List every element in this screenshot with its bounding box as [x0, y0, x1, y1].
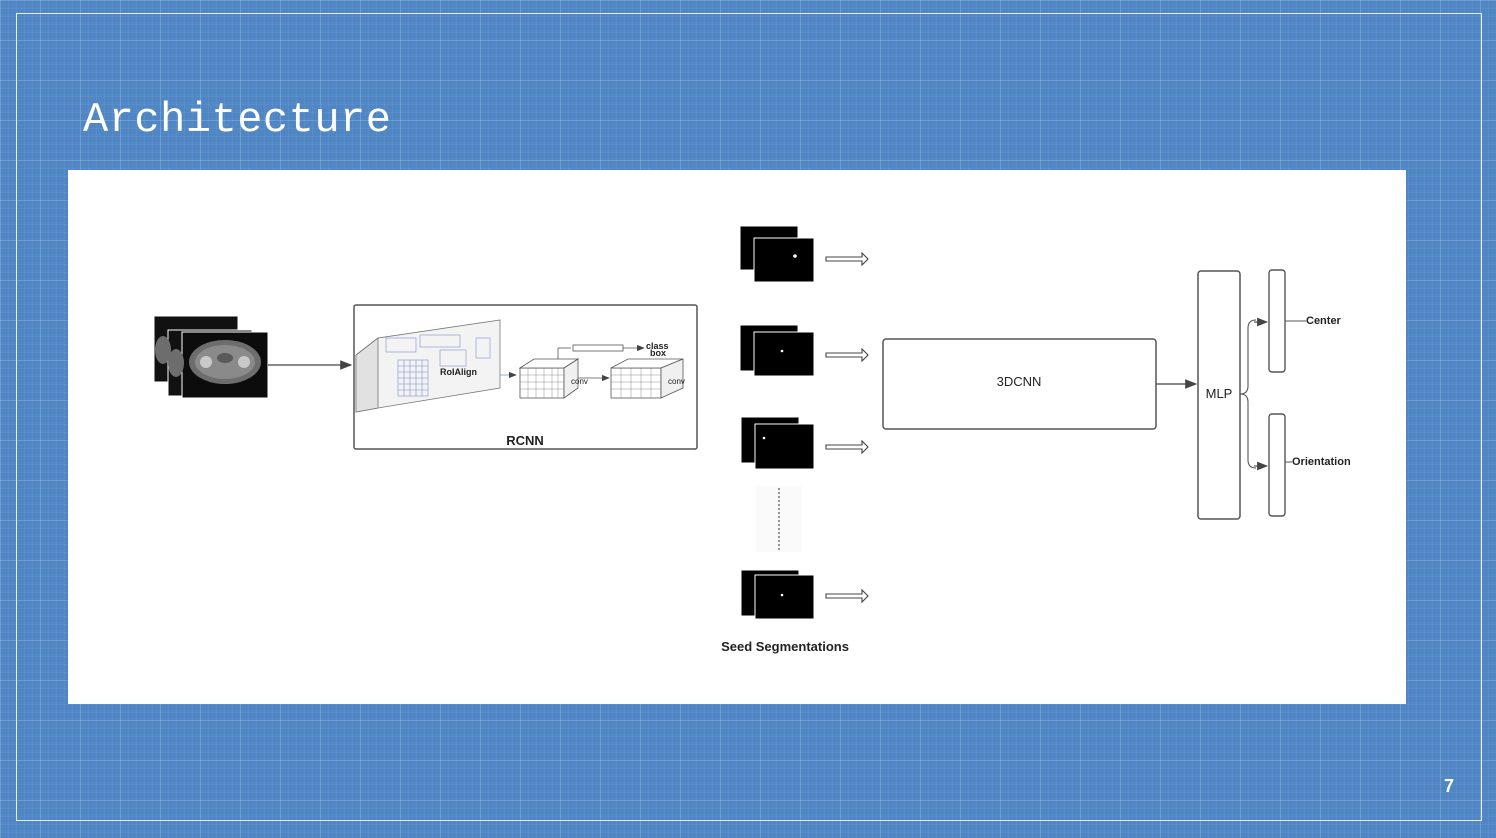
architecture-diagram: class box RoIAlign conv conv RCNN: [153, 225, 1351, 654]
center-label: Center: [1306, 315, 1342, 327]
cnn3d-label: 3DCNN: [997, 374, 1042, 389]
seed-stack-1: [739, 225, 869, 283]
seed-stack-3: [740, 416, 869, 470]
seed-stack-2: [739, 324, 869, 377]
ct-input-stack: [153, 315, 269, 399]
orientation-output: Orientation: [1268, 413, 1351, 517]
rcnn-block: class box RoIAlign conv conv RCNN: [353, 304, 698, 450]
conv-label-1: conv: [571, 377, 588, 386]
mlp-block: MLP: [1197, 270, 1269, 520]
mlp-label: MLP: [1206, 386, 1233, 401]
seed-segmentations-label: Seed Segmentations: [721, 639, 849, 654]
orientation-label: Orientation: [1292, 456, 1351, 468]
roialign-label: RoIAlign: [440, 367, 477, 377]
slide-title: Architecture: [83, 96, 392, 144]
seed-ellipsis: [756, 486, 802, 552]
class-label: class: [646, 341, 669, 351]
page-number: 7: [1444, 776, 1455, 796]
rcnn-label: RCNN: [506, 433, 544, 448]
box-label: box: [650, 348, 666, 358]
cnn3d-block: 3DCNN: [882, 338, 1157, 430]
diagram-canvas: class box RoIAlign conv conv RCNN: [68, 170, 1406, 704]
slide-frame: [16, 13, 1482, 821]
conv-label-2: conv: [668, 377, 685, 386]
seed-stack-4: [740, 569, 869, 620]
center-output: Center: [1268, 269, 1342, 373]
